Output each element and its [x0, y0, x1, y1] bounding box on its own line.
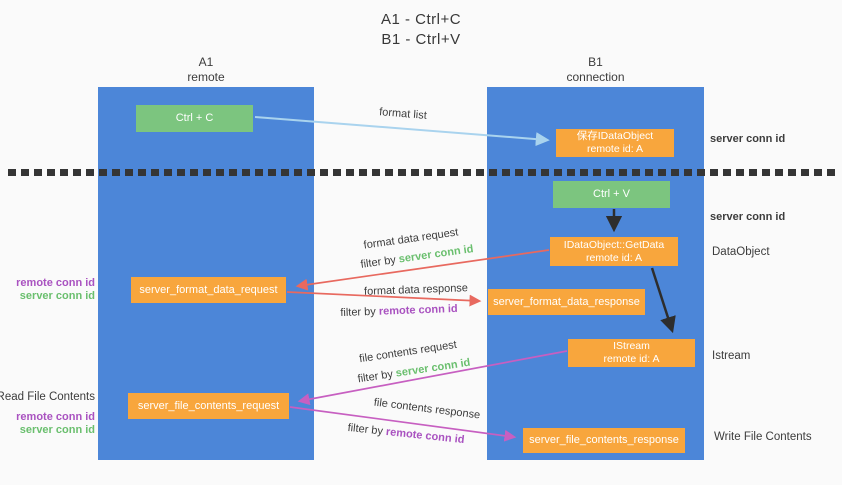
- left-read-file-contents-block: Read File Contents remote conn id server…: [0, 391, 95, 437]
- node-save-idataobject-line2: remote id: A: [586, 143, 644, 155]
- node-istream: IStream remote id: A: [568, 339, 695, 367]
- dotted-separator-line: [8, 169, 836, 176]
- node-server-file-contents-response-label: server_file_contents_response: [529, 434, 679, 446]
- left-label-remote-conn-id-top: remote conn id: [16, 277, 95, 289]
- right-label-istream: Istream: [712, 350, 751, 362]
- node-ctrl-c-label: Ctrl + C: [175, 112, 214, 124]
- right-label-dataobject: DataObject: [712, 246, 770, 258]
- node-server-format-data-request-label: server_format_data_request: [139, 283, 278, 296]
- node-ctrl-c: Ctrl + C: [136, 105, 253, 132]
- node-server-file-contents-request-label: server_file_contents_request: [137, 399, 280, 412]
- lane-a-subtitle: remote: [187, 70, 225, 84]
- filter-by-text: filter by: [340, 305, 377, 320]
- node-idataobject-getdata-line1: IDataObject::GetData: [563, 238, 665, 251]
- right-label-server-conn-id-mid: server conn id: [710, 211, 786, 223]
- arrow-format-data-response: [286, 291, 482, 307]
- node-istream-line1: IStream: [613, 340, 650, 352]
- title-line-ctrl-v: B1 - Ctrl+V: [381, 31, 461, 48]
- node-ctrl-v-label: Ctrl + V: [593, 188, 630, 200]
- left-label-read-file-contents: Read File Contents: [0, 391, 95, 403]
- left-label-server-conn-id-top: server conn id: [19, 290, 95, 302]
- lane-a-name: A1: [198, 55, 214, 69]
- left-label-remote-conn-id-bottom: remote conn id: [16, 411, 95, 423]
- arrow-file-contents-request: [297, 350, 568, 406]
- node-save-idataobject-line1: 保存IDataObject: [576, 130, 654, 142]
- left-conn-id-block-top: remote conn id server conn id: [16, 277, 95, 303]
- node-idataobject-getdata-line2: remote id: A: [585, 251, 643, 264]
- arrow-getdata-to-istream: [650, 267, 676, 334]
- node-server-file-contents-response: server_file_contents_response: [523, 428, 685, 453]
- lane-a-header: A1 remote: [98, 55, 314, 85]
- lane-b-subtitle: connection: [566, 70, 625, 84]
- lane-b-header: B1 connection: [487, 55, 704, 85]
- arrow-format-data-request: [295, 249, 550, 291]
- node-server-format-data-request: server_format_data_request: [131, 277, 286, 303]
- node-server-file-contents-request: server_file_contents_request: [128, 393, 289, 419]
- node-server-format-data-response: server_format_data_response: [488, 289, 645, 315]
- arrow-file-contents-response: [289, 406, 517, 442]
- node-istream-line2: remote id: A: [603, 353, 660, 365]
- left-label-server-conn-id-bottom: server conn id: [19, 424, 95, 436]
- node-server-format-data-response-label: server_format_data_response: [493, 295, 640, 308]
- node-save-idataobject: 保存IDataObject remote id: A: [556, 129, 674, 157]
- right-label-write-file-contents: Write File Contents: [714, 431, 812, 443]
- title-line-ctrl-c: A1 - Ctrl+C: [380, 11, 462, 28]
- arrow-format-list: [254, 116, 550, 147]
- diagram-title: A1 - Ctrl+C B1 - Ctrl+V: [0, 10, 842, 50]
- node-idataobject-getdata: IDataObject::GetData remote id: A: [550, 237, 678, 266]
- right-label-server-conn-id-top: server conn id: [710, 133, 786, 145]
- node-ctrl-v: Ctrl + V: [553, 181, 670, 208]
- lane-b-name: B1: [588, 55, 603, 69]
